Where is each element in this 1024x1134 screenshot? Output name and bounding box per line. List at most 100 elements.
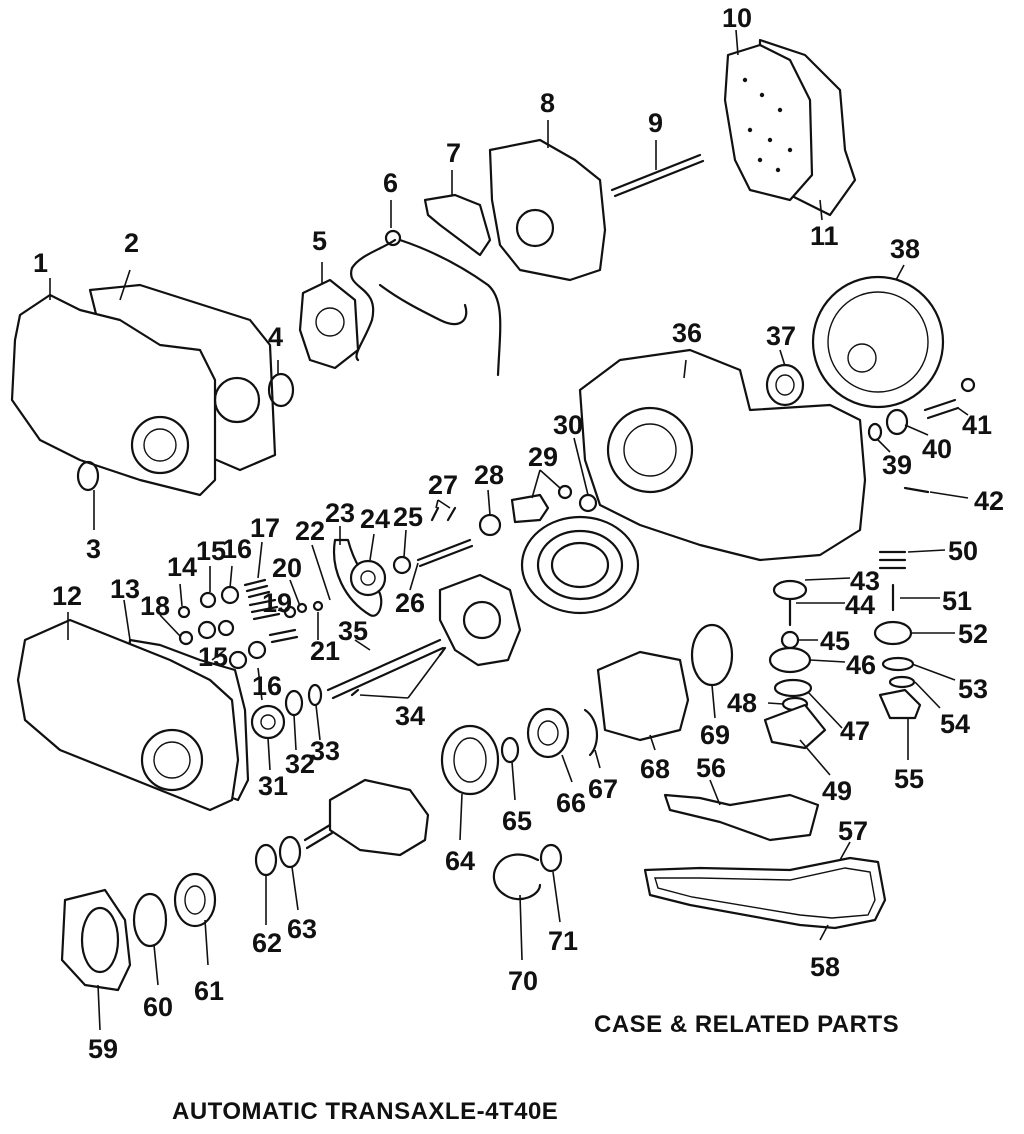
side-cover-bore [130,415,190,475]
parts-34 [350,646,447,697]
callout-10: 10 [722,3,752,33]
callout-1: 1 [33,248,48,278]
sleeve-29 [510,493,550,524]
gear-66 [526,707,570,759]
callout-45: 45 [820,626,850,656]
fitting-42 [903,486,930,494]
callout-38: 38 [890,234,920,264]
o-ring-39 [867,422,883,442]
section-caption: CASE & RELATED PARTS [594,1011,900,1038]
ring-60 [132,892,168,948]
callout-52: 52 [958,619,988,649]
callout-36: 36 [672,318,702,348]
callout-58: 58 [810,952,840,982]
transaxle-case [578,348,867,562]
callout-65: 65 [502,806,532,836]
washer-33 [307,683,323,707]
callout-62: 62 [252,928,282,958]
callout-63: 63 [287,914,317,944]
callout-29: 29 [528,442,558,472]
seal-54 [888,675,916,689]
callout-19: 19 [262,588,292,618]
shaft-9 [610,153,705,198]
washer-63 [278,835,302,869]
callout-20: 20 [272,553,302,583]
piston-45 [780,630,800,650]
sprocket [349,559,387,597]
callout-11: 11 [810,221,839,251]
callout-8: 8 [540,88,555,118]
torque-converter [811,275,945,409]
callout-28: 28 [474,460,504,490]
callout-49: 49 [822,776,852,806]
callout-59: 59 [88,1034,118,1064]
callout-15b: 15 [198,642,228,672]
ring-53 [881,656,915,672]
callout-7: 7 [446,138,461,168]
ring-gear-64 [440,724,500,796]
callout-55: 55 [894,764,924,794]
pan-gasket [643,856,887,930]
seal-30 [578,493,598,513]
callout-21: 21 [310,636,340,666]
drive-chain [332,538,383,617]
snap-ring-70 [492,853,542,901]
valve-body [723,43,814,202]
callout-70: 70 [508,966,538,996]
drum-59 [60,888,132,992]
washer-62 [254,843,278,877]
cover-43 [772,579,808,601]
shaft-35 [326,638,445,700]
callout-40: 40 [922,434,952,464]
callout-13: 13 [110,574,140,604]
oil-filter [663,793,820,842]
callout-2: 2 [124,228,139,258]
callout-68: 68 [640,754,670,784]
callout-66: 66 [556,788,586,818]
washer-40 [885,408,909,436]
case-bore [606,406,694,494]
callout-67: 67 [588,774,618,804]
callout-14: 14 [167,552,197,582]
callout-37: 37 [766,321,796,351]
washer-71 [539,843,563,873]
callout-39: 39 [882,450,912,480]
diagram-title: AUTOMATIC TRANSAXLE-4T40E [172,1098,559,1125]
callout-27: 27 [428,470,458,500]
shaft-26 [416,538,474,568]
spring-50 [878,550,907,570]
callout-41: 41 [962,410,992,440]
small-valve-parts [177,578,324,670]
callout-64: 64 [445,846,475,876]
callout-42: 42 [974,486,1004,516]
clutch-housing [438,573,522,667]
side-cover [10,293,217,497]
gear-assembly [328,778,430,857]
callout-35: 35 [338,616,368,646]
gasket-seal-ring [213,376,261,424]
cover-55 [878,688,922,720]
harness-bracket [423,193,492,257]
drum-68 [596,650,690,742]
callout-61: 61 [194,976,224,1006]
callout-5: 5 [312,226,327,256]
callout-71: 71 [548,926,578,956]
part-drawings [10,38,976,992]
seal-25 [392,555,412,575]
callout-50: 50 [948,536,978,566]
o-ring-3 [76,460,100,492]
case-cover-bore [140,728,204,792]
solenoid-housing [298,278,360,370]
valve-body-cover [488,138,607,282]
washer-32 [284,689,304,717]
callout-48: 48 [727,688,757,718]
leader-lines [49,29,969,1031]
callout-23: 23 [325,498,355,528]
callout-12: 12 [52,581,82,611]
callout-44: 44 [845,590,875,620]
callout-16b: 16 [252,671,282,701]
callout-25: 25 [393,502,423,532]
callout-60: 60 [143,992,173,1022]
callout-15a: 15 [196,536,226,566]
